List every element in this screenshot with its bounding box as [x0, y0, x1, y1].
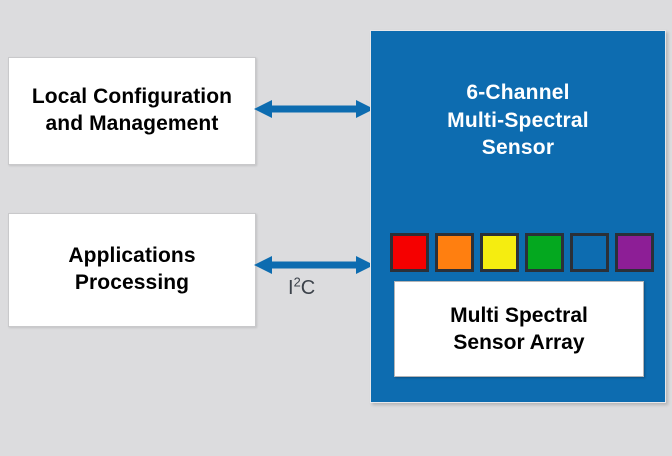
- channel-purple: [615, 233, 654, 272]
- double-arrow-icon: [254, 256, 374, 274]
- local-config-text: Local Configuration and Management: [32, 84, 232, 138]
- sensor-title-line-2: Multi-Spectral: [447, 108, 589, 132]
- sensor-panel-title: 6-Channel Multi-Spectral Sensor: [371, 79, 665, 162]
- channel-green: [525, 233, 564, 272]
- local-config-line-2: and Management: [45, 112, 219, 135]
- block-applications-processing: Applications Processing: [8, 213, 256, 327]
- applications-processing-text: Applications Processing: [68, 243, 195, 297]
- channel-orange: [435, 233, 474, 272]
- multi-spectral-sensor-array-box: Multi Spectral Sensor Array: [394, 281, 644, 377]
- i2c-connector-arrow-icon: [254, 252, 374, 278]
- config-connector-arrow-icon: [254, 96, 374, 122]
- i2c-label-suffix: C: [300, 277, 316, 299]
- i2c-label-superscript: 2: [293, 274, 301, 290]
- sensor-title-line-3: Sensor: [481, 136, 555, 160]
- array-box-line-2: Sensor Array: [453, 331, 585, 354]
- sensor-panel: 6-Channel Multi-Spectral Sensor Multi Sp…: [370, 30, 666, 403]
- block-local-configuration-and-management: Local Configuration and Management: [8, 57, 256, 165]
- double-arrow-icon: [254, 100, 374, 118]
- channel-blue: [570, 233, 609, 272]
- channel-swatch-row: [390, 233, 654, 272]
- local-config-line-1: Local Configuration: [31, 85, 233, 109]
- i2c-connector-label: I2C: [288, 274, 316, 300]
- applications-processing-line-1: Applications: [68, 244, 196, 268]
- i2c-label-prefix: I: [288, 277, 294, 299]
- channel-red: [390, 233, 429, 272]
- channel-yellow: [480, 233, 519, 272]
- applications-processing-line-2: Processing: [74, 271, 190, 294]
- array-box-text: Multi Spectral Sensor Array: [450, 302, 588, 357]
- array-box-line-1: Multi Spectral: [450, 303, 588, 327]
- sensor-title-line-1: 6-Channel: [466, 81, 570, 104]
